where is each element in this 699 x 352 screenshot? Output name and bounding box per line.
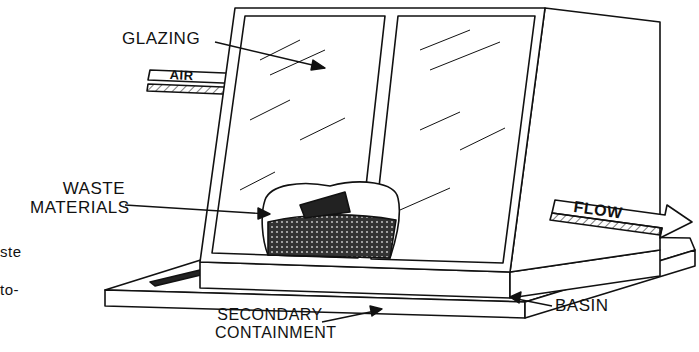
glazing-frame bbox=[200, 8, 545, 272]
glazing-cutout bbox=[262, 182, 399, 258]
leader-lines bbox=[125, 42, 552, 322]
part-label: BASIN bbox=[555, 297, 635, 316]
arrow-label: AIR bbox=[169, 68, 220, 85]
interior-shadow bbox=[300, 192, 350, 218]
part-label: SECONDARY CONTAINMENT bbox=[215, 306, 325, 341]
cropped-text: ste bbox=[0, 244, 40, 261]
cropped-text: to- bbox=[0, 282, 40, 299]
slot bbox=[150, 270, 205, 286]
waste-fill bbox=[268, 215, 396, 258]
part-label: WASTE MATERIALS bbox=[30, 180, 125, 217]
part-label: GLAZING bbox=[122, 30, 222, 49]
